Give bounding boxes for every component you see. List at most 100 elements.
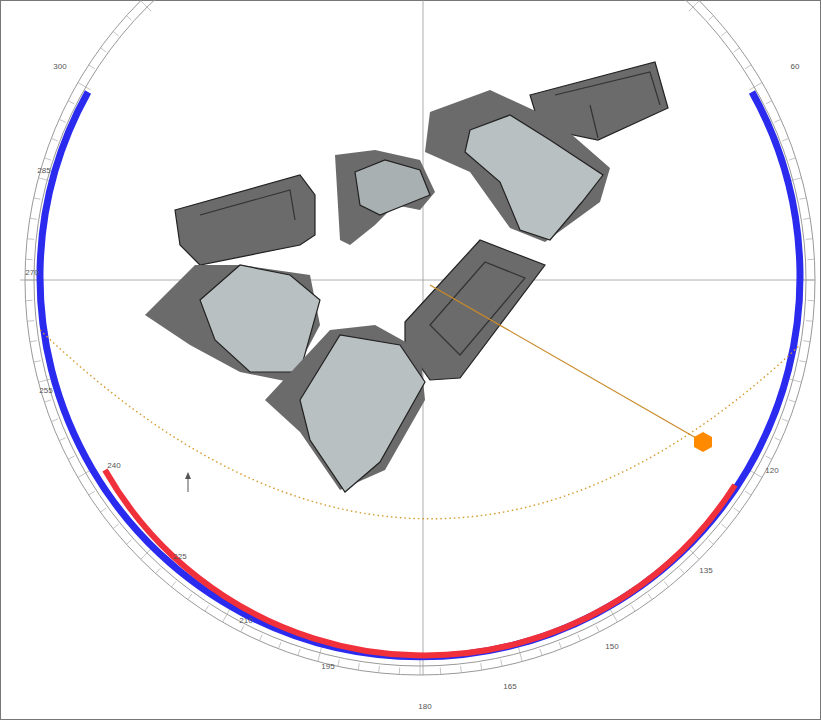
compass-tick xyxy=(34,198,41,199)
degree-label: 240 xyxy=(107,461,120,470)
compass-tick xyxy=(141,549,152,560)
compass-tick xyxy=(775,119,781,122)
degree-label: 120 xyxy=(765,466,778,475)
compass-tick xyxy=(59,119,65,122)
compass-tick xyxy=(745,65,751,69)
axis-line xyxy=(20,280,815,281)
compass-tick xyxy=(68,101,74,104)
buildings xyxy=(145,62,668,492)
compass-ring xyxy=(25,0,815,675)
compass-tick xyxy=(27,238,34,240)
degree-label: 150 xyxy=(605,642,618,651)
compass-tick xyxy=(766,101,772,104)
compass-tick xyxy=(540,649,542,656)
compass-tick xyxy=(127,16,132,21)
degree-label: 60 xyxy=(791,62,800,71)
compass-tick xyxy=(100,48,106,52)
compass-tick xyxy=(318,647,322,661)
compass-tick xyxy=(188,594,192,600)
compass-tick xyxy=(399,668,400,675)
compass-tick xyxy=(745,491,751,495)
compass-tick xyxy=(440,668,441,675)
compass-tick xyxy=(631,605,635,611)
compass-tick xyxy=(800,361,807,362)
blue-arc xyxy=(40,92,800,657)
compass-tick xyxy=(664,582,668,588)
compass-tick xyxy=(610,609,618,622)
degree-label: 270 xyxy=(25,268,38,277)
sun-path xyxy=(40,330,800,519)
compass-tick xyxy=(27,320,34,322)
compass-tick xyxy=(420,660,421,675)
compass-tick xyxy=(782,419,789,422)
compass-tick xyxy=(806,238,813,240)
compass-tick xyxy=(26,300,33,301)
compass-tick xyxy=(808,300,815,301)
compass-tick xyxy=(259,635,262,641)
compass-tick xyxy=(722,524,728,528)
compass-tick xyxy=(171,582,175,588)
compass-tick xyxy=(30,341,37,342)
compass-tick xyxy=(358,663,359,670)
compass-tick xyxy=(501,660,502,667)
compass-tick xyxy=(78,83,91,91)
degree-label: 300 xyxy=(53,62,66,71)
degree-label: 195 xyxy=(321,662,334,671)
degree-label: 165 xyxy=(503,682,516,691)
compass-tick xyxy=(806,320,813,322)
compass-tick xyxy=(89,491,95,495)
compass-tick xyxy=(734,508,740,512)
compass-tick xyxy=(298,649,300,656)
compass-tick xyxy=(596,626,599,632)
compass-tick xyxy=(68,456,74,459)
compass-tick xyxy=(460,666,462,673)
compass-tick xyxy=(559,642,562,649)
sun-ray xyxy=(430,285,703,442)
compass-tick xyxy=(30,218,37,219)
compass-tick xyxy=(578,635,581,641)
compass-tick xyxy=(113,524,119,528)
compass-tick xyxy=(734,48,740,52)
compass-tick xyxy=(44,158,51,160)
compass-tick xyxy=(800,198,807,199)
compass-tick xyxy=(808,259,815,260)
compass-tick xyxy=(141,1,152,12)
compass-tick xyxy=(223,609,231,622)
compass-tick xyxy=(34,361,41,362)
compass-tick xyxy=(518,647,522,661)
compass-tick xyxy=(708,16,713,21)
degree-label: 210 xyxy=(239,616,252,625)
compass-tick xyxy=(766,456,772,459)
degree-label: 180 xyxy=(418,702,431,711)
compass-tick xyxy=(378,666,380,673)
sun-marker xyxy=(694,432,712,452)
compass-tick xyxy=(44,400,51,402)
compass-ticks xyxy=(25,0,815,675)
compass-tick xyxy=(338,660,339,667)
compass-tick xyxy=(789,400,796,402)
compass-tick xyxy=(722,31,728,35)
compass-tick xyxy=(205,605,209,611)
degree-label: 255 xyxy=(39,386,52,395)
compass-tick xyxy=(100,508,106,512)
compass-tick xyxy=(481,663,482,670)
degree-label: 135 xyxy=(699,566,712,575)
compass-tick xyxy=(789,158,796,160)
compass-tick xyxy=(89,65,95,69)
compass-tick xyxy=(689,549,700,560)
compass-tick xyxy=(708,540,713,545)
compass-tick xyxy=(59,438,65,441)
north-arrow xyxy=(185,472,191,479)
compass-tick xyxy=(749,83,762,91)
compass-tick xyxy=(803,341,810,342)
compass-tick xyxy=(26,259,33,260)
degree-label: 225 xyxy=(173,552,186,561)
compass-tick xyxy=(803,218,810,219)
compass-tick xyxy=(648,594,652,600)
compass-ring xyxy=(34,0,806,666)
compass-tick xyxy=(156,568,161,573)
compass-tick xyxy=(113,31,119,35)
